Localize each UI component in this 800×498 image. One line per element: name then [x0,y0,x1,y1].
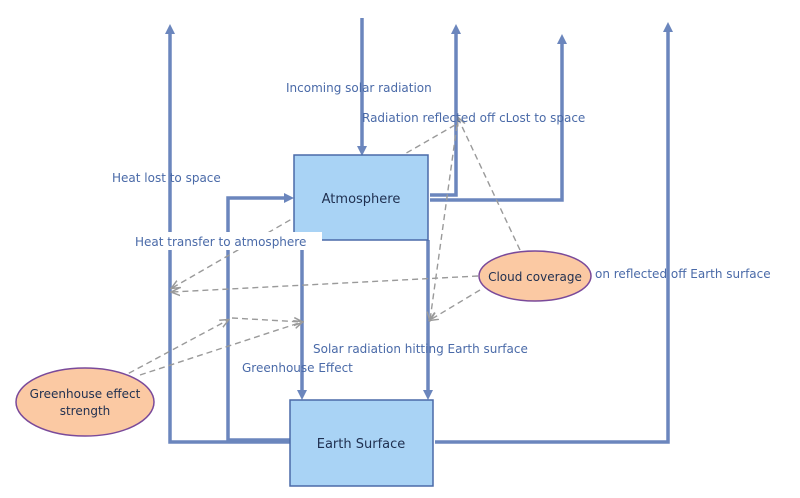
cloud-coverage-label: Cloud coverage [488,270,582,284]
link-greenhouse-to-heatlost [139,322,302,376]
earth-surface-label: Earth Surface [317,437,406,452]
lost-to-space-flow [430,34,567,202]
cloud-coverage-node[interactable]: Cloud coverage [478,250,592,302]
link-reflected-to-solar [430,124,458,320]
atmosphere-label: Atmosphere [322,192,401,207]
greenhouse-label-line2: strength [60,404,111,418]
reflected-clouds-flow [430,24,461,197]
link-cloud-to-heatlost [172,275,479,292]
heat-lost-flow [165,24,290,444]
solar-hitting-label: Solar radiation hitting Earth surface [313,342,528,356]
reflected-earth-flow [435,22,673,444]
incoming-solar-label: Incoming solar radiation [286,81,432,95]
heat-transfer-label-bg [132,232,322,250]
reflected-earth-label: on reflected off Earth surface [595,267,771,281]
heat-lost-label: Heat lost to space [112,171,221,185]
link-transfer-to-greenhouse [231,318,302,322]
atmosphere-stock[interactable]: Atmosphere [293,154,429,241]
heat-transfer-label: Heat transfer to atmosphere [135,235,306,249]
earth-surface-stock[interactable]: Earth Surface [289,399,434,487]
greenhouse-strength-node[interactable]: Greenhouse effect strength [15,367,155,437]
greenhouse-effect-label: Greenhouse Effect [242,361,353,375]
reflected-clouds-label: Radiation reflected off cLost to space [362,111,585,125]
greenhouse-label-line1: Greenhouse effect [30,387,141,401]
link-cloud-to-solar [430,289,481,320]
link-greenhouse-to-transfer [119,320,228,379]
link-cloud-to-reflected [458,118,521,251]
